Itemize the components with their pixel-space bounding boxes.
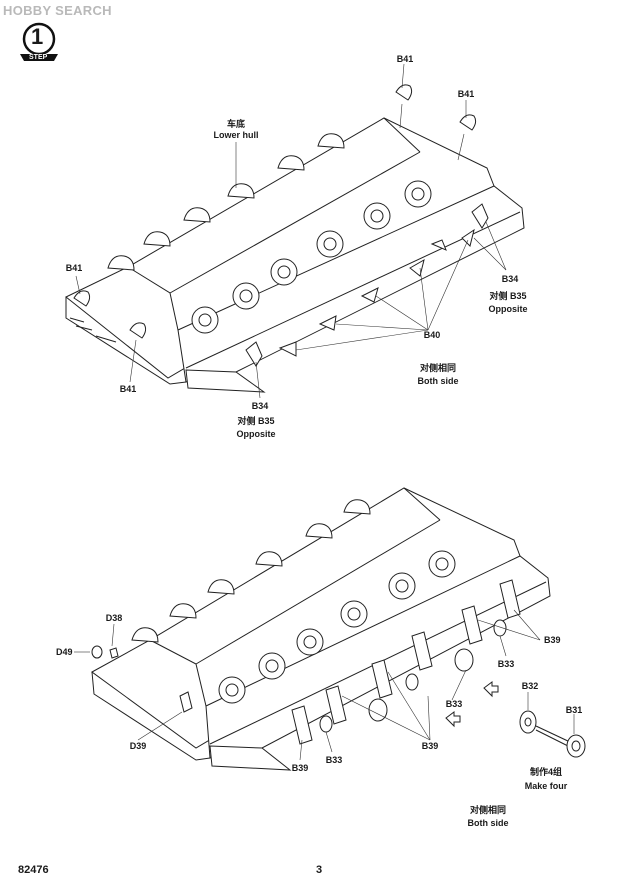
label-b33-left: B33 xyxy=(325,755,343,765)
label-both-side-cn-1: 对侧相同 xyxy=(419,363,457,373)
label-b33-middle: B33 xyxy=(445,699,463,709)
watermark-logo: HOBBY SEARCH xyxy=(3,3,112,18)
label-opposite-left: Opposite xyxy=(236,429,276,439)
label-b40: B40 xyxy=(423,330,441,340)
label-make-four-cn: 制作4组 xyxy=(529,767,563,777)
label-b41-left: B41 xyxy=(65,263,83,273)
label-make-four-en: Make four xyxy=(524,781,568,791)
step-number: 1 xyxy=(31,24,44,49)
label-b39-left: B39 xyxy=(291,763,309,773)
label-both-side-en-2: Both side xyxy=(467,818,509,828)
label-b39-right: B39 xyxy=(544,635,561,645)
label-lower-hull-en: Lower hull xyxy=(213,130,259,140)
label-b32: B32 xyxy=(521,681,539,691)
label-b35-opposite-cn-right: 对侧 B35 xyxy=(489,291,527,301)
step-word: STEP xyxy=(29,54,48,61)
label-opposite-right: Opposite xyxy=(488,304,528,314)
footer-page-number: 3 xyxy=(316,864,323,876)
label-b41-bottom: B41 xyxy=(119,384,137,394)
label-b33-right: B33 xyxy=(497,659,515,669)
label-b34-right: B34 xyxy=(501,274,519,284)
label-b39-middle: B39 xyxy=(421,741,439,751)
step-badge-icon xyxy=(20,22,58,61)
label-b41-right: B41 xyxy=(457,89,475,99)
label-b41-top: B41 xyxy=(396,54,414,64)
label-d38: D38 xyxy=(105,613,123,623)
step-badge: 1 STEP xyxy=(16,22,62,62)
label-b35-opposite-cn-left: 对侧 B35 xyxy=(237,416,275,426)
footer-model-code: 82476 xyxy=(18,864,49,876)
label-both-side-cn-2: 对侧相同 xyxy=(469,805,507,815)
label-b34-left: B34 xyxy=(251,401,269,411)
label-d49: D49 xyxy=(56,647,73,657)
label-b31: B31 xyxy=(565,705,583,715)
label-d39: D39 xyxy=(129,741,147,751)
label-both-side-en-1: Both side xyxy=(417,376,459,386)
label-lower-hull-cn: 车底 xyxy=(226,119,246,129)
